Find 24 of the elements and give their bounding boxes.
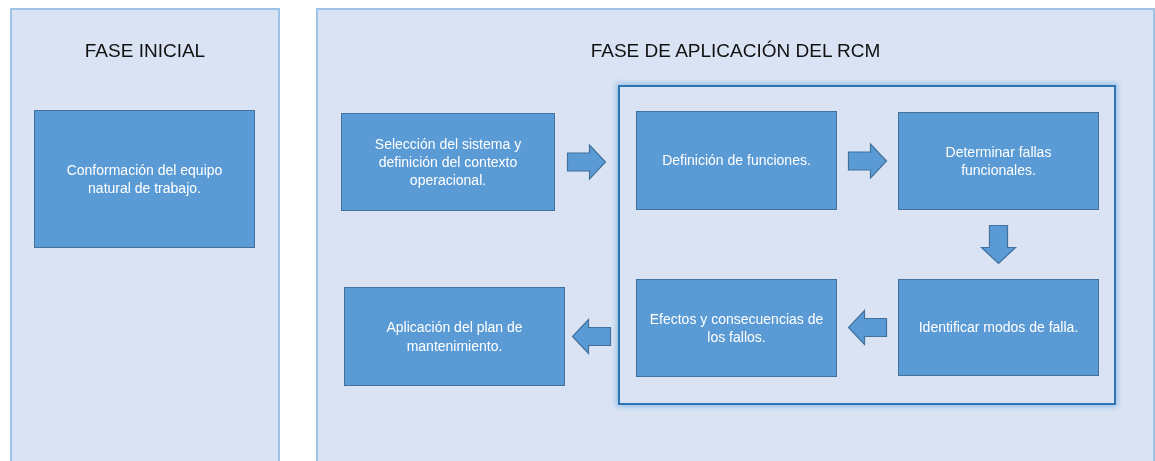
phase-title: FASE DE APLICACIÓN DEL RCM [589, 40, 882, 62]
process-box [898, 112, 1099, 210]
phase-panel [10, 8, 280, 461]
box-text: Efectos y consecuencias de los fallos. [649, 309, 824, 347]
process-box [636, 111, 837, 210]
process-box [341, 113, 555, 211]
block-arrow [847, 142, 888, 180]
process-box [34, 110, 255, 248]
block-arrow [980, 224, 1017, 265]
block-arrow [847, 309, 888, 346]
box-text: Conformación del equipo natural de trabajo. [65, 160, 224, 198]
process-box [636, 279, 837, 377]
box-text: Identificar modos de falla. [918, 318, 1079, 337]
block-arrow [571, 318, 612, 355]
process-box [898, 279, 1099, 376]
box-text: Definición de funciones. [662, 151, 811, 170]
phase-title: FASE INICIAL [83, 40, 207, 62]
process-box [344, 287, 565, 386]
box-text: Determinar fallas funcionales. [944, 142, 1053, 180]
box-text: Aplicación del plan de mantenimiento. [385, 318, 524, 355]
box-text: Selección del sistema y definición del contexto operacional. [373, 134, 523, 190]
group-frame [618, 85, 1116, 405]
phase-panel [316, 8, 1155, 461]
block-arrow [566, 143, 607, 181]
